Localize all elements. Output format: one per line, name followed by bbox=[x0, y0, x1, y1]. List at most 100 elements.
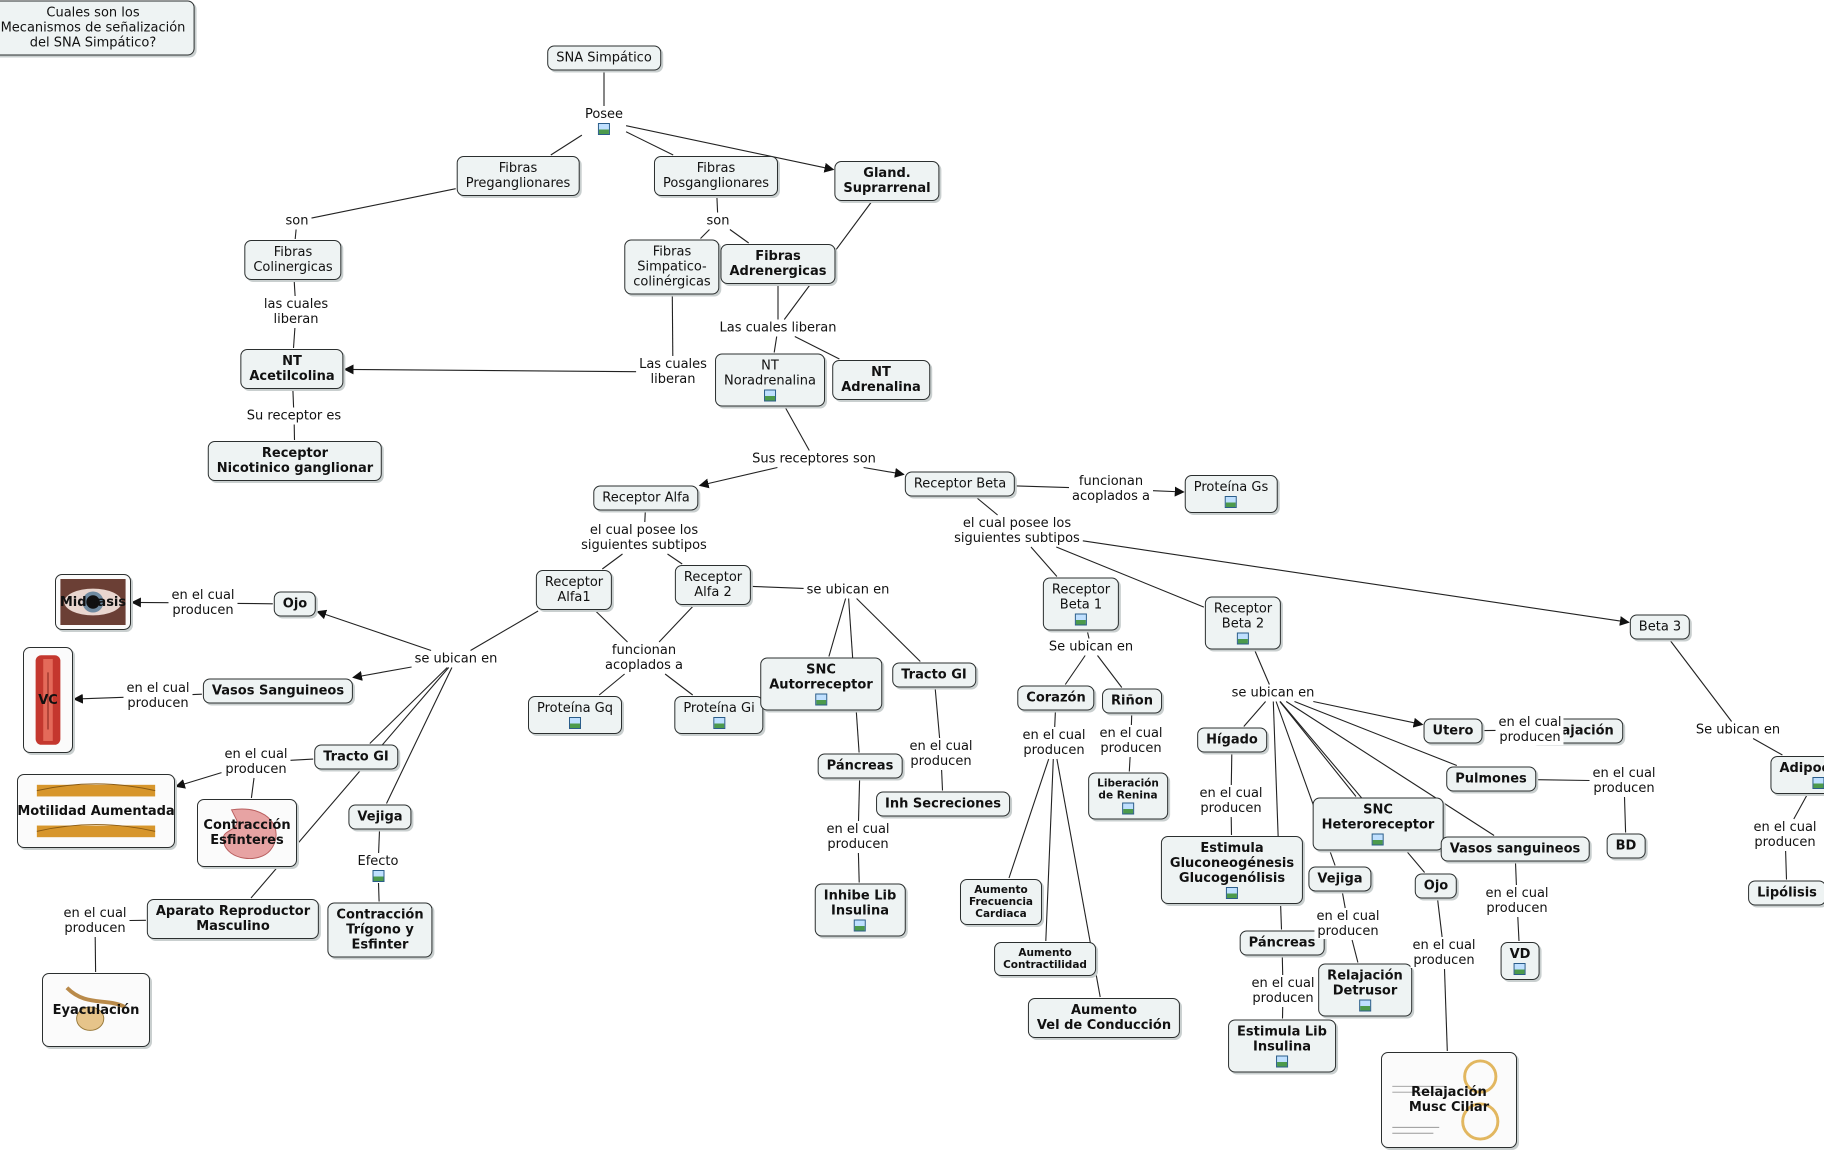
concept-node-pancreas1[interactable]: Páncreas bbox=[817, 753, 903, 779]
concept-node-lipolisis[interactable]: Lipólisis bbox=[1748, 880, 1824, 906]
link-phrase-producen11[interactable]: en el cual producen bbox=[1483, 886, 1551, 916]
link-phrase-producen6[interactable]: en el cual producen bbox=[907, 739, 975, 769]
concept-node-inhlib1[interactable]: Inhibe Lib Insulina bbox=[814, 883, 906, 937]
image-attachment-icon[interactable] bbox=[372, 870, 384, 882]
link-phrase-seubican2[interactable]: se ubican en bbox=[804, 582, 892, 598]
concept-node-relajdet[interactable]: Relajación Detrusor bbox=[1318, 963, 1412, 1017]
image-attachment-icon[interactable] bbox=[569, 717, 581, 729]
concept-node-corazon[interactable]: Corazón bbox=[1017, 685, 1095, 711]
link-phrase-producen4[interactable]: en el cual producen bbox=[1590, 766, 1658, 796]
link-phrase-funcionan2[interactable]: funcionan acoplados a bbox=[603, 643, 685, 673]
link-phrase-lascuales3[interactable]: Las cuales liberan bbox=[637, 357, 709, 387]
link-phrase-seubican4[interactable]: se ubican en bbox=[1229, 685, 1317, 701]
concept-node-b3[interactable]: Beta 3 bbox=[1629, 614, 1691, 640]
concept-node-tractogi1[interactable]: Tracto GI bbox=[314, 744, 398, 770]
concept-node-rb1[interactable]: Receptor Beta 1 bbox=[1042, 577, 1120, 631]
concept-node-pulmones[interactable]: Pulmones bbox=[1446, 766, 1536, 792]
concept-node-ntnor[interactable]: NT Noradrenalina bbox=[715, 353, 825, 407]
link-phrase-producen16[interactable]: en el cual producen bbox=[1249, 976, 1317, 1006]
concept-node-aumfrec[interactable]: Aumento Frecuencia Cardiaca bbox=[959, 879, 1043, 925]
image-attachment-icon[interactable] bbox=[1075, 613, 1087, 626]
image-attachment-icon[interactable] bbox=[597, 123, 610, 135]
concept-node-ojo1[interactable]: Ojo bbox=[273, 591, 317, 617]
concept-node-vejiga1[interactable]: Vejiga bbox=[348, 804, 412, 830]
image-attachment-icon[interactable] bbox=[712, 717, 725, 729]
concept-node-fsimp[interactable]: Fibras Simpatico- colinérgicas bbox=[624, 239, 720, 295]
concept-node-sna[interactable]: SNA Simpático bbox=[547, 45, 661, 71]
concept-node-aumvel[interactable]: Aumento Vel de Conducción bbox=[1027, 998, 1181, 1038]
link-phrase-lascuales1[interactable]: las cuales liberan bbox=[261, 297, 331, 327]
image-attachment-icon[interactable] bbox=[1275, 1055, 1288, 1068]
concept-node-ojo2[interactable]: Ojo bbox=[1414, 873, 1458, 899]
concept-node-gland[interactable]: Gland. Suprarrenal bbox=[834, 161, 940, 201]
concept-node-vasos1[interactable]: Vasos Sanguineos bbox=[202, 678, 354, 704]
link-phrase-funcionan1[interactable]: funcionan acoplados a bbox=[1070, 474, 1152, 504]
concept-node-vc[interactable]: VC bbox=[23, 647, 73, 753]
concept-node-adipo[interactable]: Adipocitos bbox=[1770, 756, 1824, 794]
concept-node-protgi[interactable]: Proteína Gi bbox=[674, 696, 764, 734]
concept-node-sncheter[interactable]: SNC Heteroreceptor bbox=[1312, 797, 1444, 851]
concept-node-tractogi2[interactable]: Tracto GI bbox=[892, 662, 976, 688]
concept-node-vejiga2[interactable]: Vejiga bbox=[1308, 866, 1372, 892]
image-attachment-icon[interactable] bbox=[1224, 496, 1237, 508]
link-phrase-producen7[interactable]: en el cual producen bbox=[1020, 728, 1088, 758]
concept-node-ntadr[interactable]: NT Adrenalina bbox=[832, 360, 930, 400]
link-phrase-cualposee2[interactable]: el cual posee los siguientes subtipos bbox=[952, 516, 1082, 546]
concept-node-relajmusc[interactable]: Relajación Musc Ciliar bbox=[1381, 1052, 1517, 1148]
image-attachment-icon[interactable] bbox=[764, 389, 776, 402]
concept-node-libren[interactable]: Liberación de Renina bbox=[1088, 772, 1168, 820]
link-phrase-seubican5[interactable]: Se ubican en bbox=[1693, 722, 1783, 738]
concept-node-higado[interactable]: Hígado bbox=[1197, 727, 1267, 753]
image-attachment-icon[interactable] bbox=[1811, 777, 1824, 789]
link-phrase-efecto[interactable]: Efecto bbox=[355, 854, 401, 882]
link-phrase-producen9[interactable]: en el cual producen bbox=[1197, 786, 1265, 816]
link-phrase-son1[interactable]: son bbox=[283, 213, 311, 229]
concept-node-fpre[interactable]: Fibras Preganglionares bbox=[456, 156, 580, 196]
concept-node-eyacu[interactable]: Eyaculación bbox=[42, 973, 150, 1047]
link-phrase-susreceptores[interactable]: Sus receptores son bbox=[750, 451, 878, 467]
link-phrase-producen3[interactable]: en el cual producen bbox=[1496, 715, 1564, 745]
concept-node-ralfa[interactable]: Receptor Alfa bbox=[593, 485, 699, 511]
link-phrase-producen8[interactable]: en el cual producen bbox=[1097, 726, 1165, 756]
link-phrase-seubican3[interactable]: Se ubican en bbox=[1046, 639, 1136, 655]
concept-node-ntach[interactable]: NT Acetilcolina bbox=[240, 349, 344, 389]
concept-node-ralfa1[interactable]: Receptor Alfa1 bbox=[535, 570, 613, 610]
concept-node-sncauto[interactable]: SNC Autorreceptor bbox=[760, 657, 882, 711]
concept-node-estlib2[interactable]: Estimula Lib Insulina bbox=[1228, 1019, 1336, 1073]
link-phrase-producen12[interactable]: en el cual producen bbox=[1751, 820, 1819, 850]
concept-node-pancreas2[interactable]: Páncreas bbox=[1239, 930, 1325, 956]
link-phrase-seubican1[interactable]: se ubican en bbox=[412, 651, 500, 667]
concept-node-protgs[interactable]: Proteína Gs bbox=[1184, 475, 1278, 513]
concept-node-rbeta[interactable]: Receptor Beta bbox=[904, 471, 1016, 497]
concept-node-inhsec[interactable]: Inh Secreciones bbox=[876, 791, 1010, 817]
concept-node-aparato[interactable]: Aparato Reproductor Masculino bbox=[146, 899, 320, 939]
concept-node-utero[interactable]: Utero bbox=[1423, 718, 1483, 744]
image-attachment-icon[interactable] bbox=[1372, 833, 1384, 846]
link-phrase-sureceptor[interactable]: Su receptor es bbox=[244, 408, 344, 424]
image-attachment-icon[interactable] bbox=[1237, 632, 1249, 645]
link-phrase-posee[interactable]: Posee bbox=[582, 107, 626, 135]
link-phrase-lascuales2[interactable]: Las cuales liberan bbox=[717, 320, 839, 336]
concept-node-vasos2[interactable]: Vasos sanguineos bbox=[1440, 836, 1590, 862]
link-phrase-producen14[interactable]: en el cual producen bbox=[1410, 938, 1478, 968]
link-phrase-producen10[interactable]: en el cual producen bbox=[824, 822, 892, 852]
concept-node-rb2[interactable]: Receptor Beta 2 bbox=[1204, 596, 1282, 650]
link-phrase-producen5[interactable]: en el cual producen bbox=[222, 747, 290, 777]
concept-node-contrtri[interactable]: Contracción Trígono y Esfinter bbox=[327, 902, 433, 958]
concept-node-protgq[interactable]: Proteína Gq bbox=[528, 696, 622, 734]
concept-node-fpos[interactable]: Fibras Posganglionares bbox=[653, 156, 779, 196]
concept-node-ralfa2[interactable]: Receptor Alfa 2 bbox=[674, 565, 752, 605]
link-phrase-producen15[interactable]: en el cual producen bbox=[61, 906, 129, 936]
concept-node-fcol[interactable]: Fibras Colinergicas bbox=[244, 240, 342, 280]
image-attachment-icon[interactable] bbox=[1121, 802, 1134, 815]
concept-node-motil[interactable]: Motilidad Aumentada bbox=[17, 774, 175, 848]
link-phrase-cualposee1[interactable]: el cual posee los siguientes subtipos bbox=[579, 523, 709, 553]
link-phrase-producen13[interactable]: en el cual producen bbox=[1314, 909, 1382, 939]
concept-node-bd[interactable]: BD bbox=[1606, 833, 1646, 859]
concept-node-aumcontr[interactable]: Aumento Contractilidad bbox=[994, 942, 1096, 976]
concept-node-rinon[interactable]: Riñon bbox=[1102, 688, 1162, 714]
image-attachment-icon[interactable] bbox=[1226, 887, 1238, 899]
concept-node-contresf[interactable]: Contracción Esfinteres bbox=[197, 799, 297, 867]
image-attachment-icon[interactable] bbox=[1513, 963, 1526, 975]
concept-node-estglu[interactable]: Estimula Gluconeogénesis Glucogenólisis bbox=[1160, 836, 1304, 904]
